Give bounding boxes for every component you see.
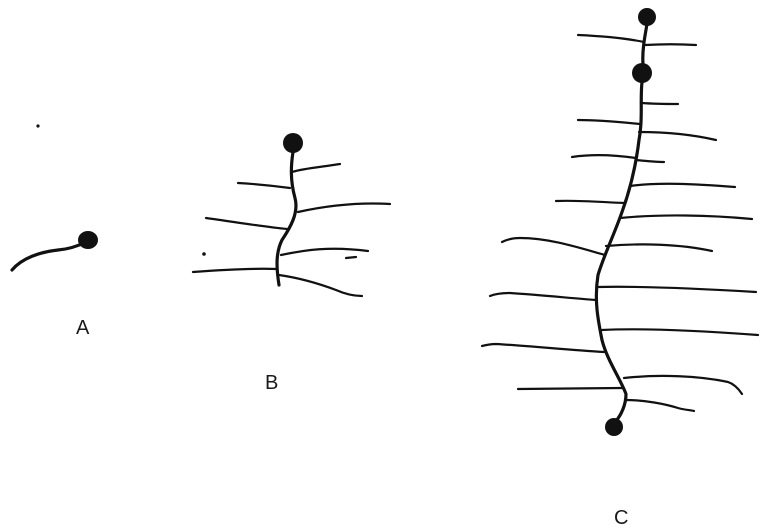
stage-c-branch	[518, 388, 622, 389]
stage-c-branch	[630, 184, 735, 187]
stage-c-branch	[482, 344, 604, 352]
stage-c-branch	[645, 44, 696, 45]
stage-c-branch	[606, 244, 712, 251]
stage-c-branch	[624, 376, 742, 394]
stage-c-branch	[602, 329, 758, 335]
stage-b-branch	[298, 203, 390, 212]
stage-a-tail	[12, 242, 86, 270]
stage-c-second-cell	[632, 63, 652, 83]
stage-c-drawing	[482, 8, 758, 436]
stage-b-apical-cell	[283, 133, 303, 153]
stage-c-branch	[626, 400, 694, 411]
stage-b-branch	[238, 183, 290, 188]
stage-c-branch	[620, 215, 752, 219]
stage-c-branch	[642, 103, 678, 104]
stage-c-branch	[636, 160, 664, 162]
stage-c-label: C	[614, 508, 628, 528]
stage-c-branch	[578, 120, 640, 124]
stage-c-branch	[597, 287, 756, 292]
stage-b-branch	[193, 269, 277, 272]
stage-c-main-axis	[596, 24, 647, 421]
stage-b-label: B	[265, 373, 278, 393]
stage-a-spore	[78, 231, 98, 249]
stage-b-branch	[292, 164, 340, 172]
stage-b-branch	[281, 249, 368, 255]
stage-c-branch	[572, 155, 636, 158]
stage-c-branch	[502, 238, 605, 255]
stage-c-branch	[490, 293, 596, 300]
stage-b-branch	[279, 275, 362, 296]
stage-c-branch	[639, 132, 716, 140]
stage-b-drawing	[193, 133, 390, 296]
stage-c-basal-cell	[605, 418, 623, 436]
stage-b-speck	[202, 252, 206, 256]
stage-c-branch	[578, 35, 644, 42]
stage-b-branch	[206, 218, 287, 229]
stage-c-branch	[556, 201, 624, 203]
stage-a-label: A	[76, 318, 89, 338]
stage-b-speck-dash	[346, 257, 356, 258]
stage-a-drawing	[12, 124, 98, 270]
stage-a-speck	[36, 124, 39, 127]
